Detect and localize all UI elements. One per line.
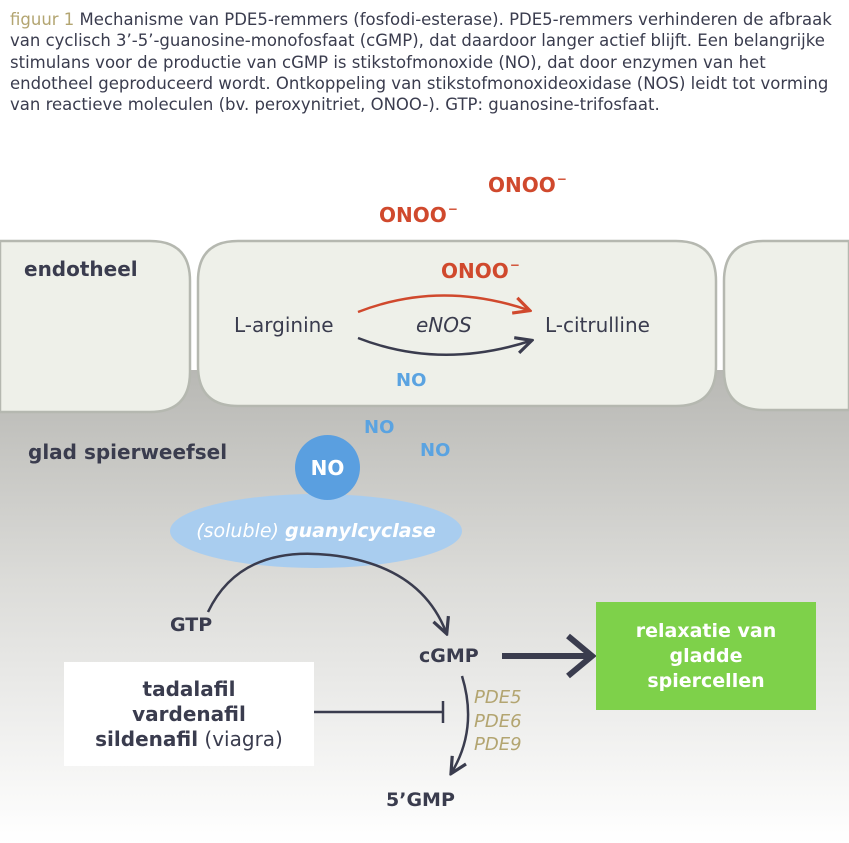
- drug-tadalafil: tadalafil: [142, 676, 236, 701]
- no-molecule-circle: NO: [295, 435, 360, 500]
- drug-sildenafil: sildenafil: [95, 726, 199, 751]
- outcome-line-2: gladde: [669, 644, 743, 667]
- caption-text: Mechanisme van PDE5-remmers (fosfodi-est…: [10, 10, 832, 115]
- gtp-to-cgmp-arrow: [206, 552, 446, 632]
- endothelial-cell-right: [722, 239, 849, 412]
- figure-caption: figuur 1 Mechanisme van PDE5-remmers (fo…: [10, 9, 840, 115]
- enos-coupled-arrow: [357, 338, 530, 356]
- onoo-label-middle: ONOO−: [379, 202, 458, 227]
- outcome-line-3: spiercellen: [647, 669, 765, 692]
- l-citrulline-label: L-citrulline: [545, 313, 650, 337]
- endothelial-cell-center: [196, 239, 718, 408]
- pde9-label: PDE9: [474, 734, 522, 755]
- 5gmp-label: 5’GMP: [386, 789, 455, 811]
- onoo-label-enos: ONOO−: [441, 258, 520, 283]
- pde6-label: PDE6: [474, 710, 522, 732]
- cgmp-label: cGMP: [419, 645, 479, 667]
- drug-vardenafil: vardenafil: [132, 701, 246, 726]
- cgmp-to-relaxation-arrowhead: [566, 633, 597, 679]
- no-label-diffusing-1: NO: [364, 417, 395, 438]
- pde5-label: PDE5: [474, 687, 522, 708]
- endothelial-cell-left: [0, 239, 192, 414]
- guanylcyclase-label: (soluble) guanylcyclase: [196, 520, 436, 542]
- pde-enzyme-list: PDE5 PDE6 PDE9: [474, 686, 522, 757]
- figure-label: figuur 1: [10, 10, 75, 29]
- onoo-label-top: ONOO−: [488, 172, 567, 197]
- cgmp-to-5gmp-arrow: [452, 675, 470, 772]
- gtp-label: GTP: [170, 614, 213, 636]
- no-label-diffusing-2: NO: [420, 440, 451, 461]
- enos-label: eNOS: [416, 313, 472, 337]
- region-label-endothelium: endotheel: [24, 257, 138, 281]
- enos-uncoupled-arrow: [357, 294, 528, 312]
- relaxation-outcome-box: relaxatie van gladde spiercellen: [596, 602, 816, 710]
- no-label-enos: NO: [396, 370, 427, 391]
- l-arginine-label: L-arginine: [234, 313, 334, 337]
- region-label-smooth-muscle: glad spierweefsel: [28, 440, 228, 464]
- guanylcyclase-ellipse: [170, 494, 462, 568]
- drug-sildenafil-note: (viagra): [204, 726, 283, 751]
- outcome-line-1: relaxatie van: [635, 619, 777, 642]
- pde5-inhibitor-box: tadalafil vardenafil sildenafil (viagra): [64, 662, 314, 766]
